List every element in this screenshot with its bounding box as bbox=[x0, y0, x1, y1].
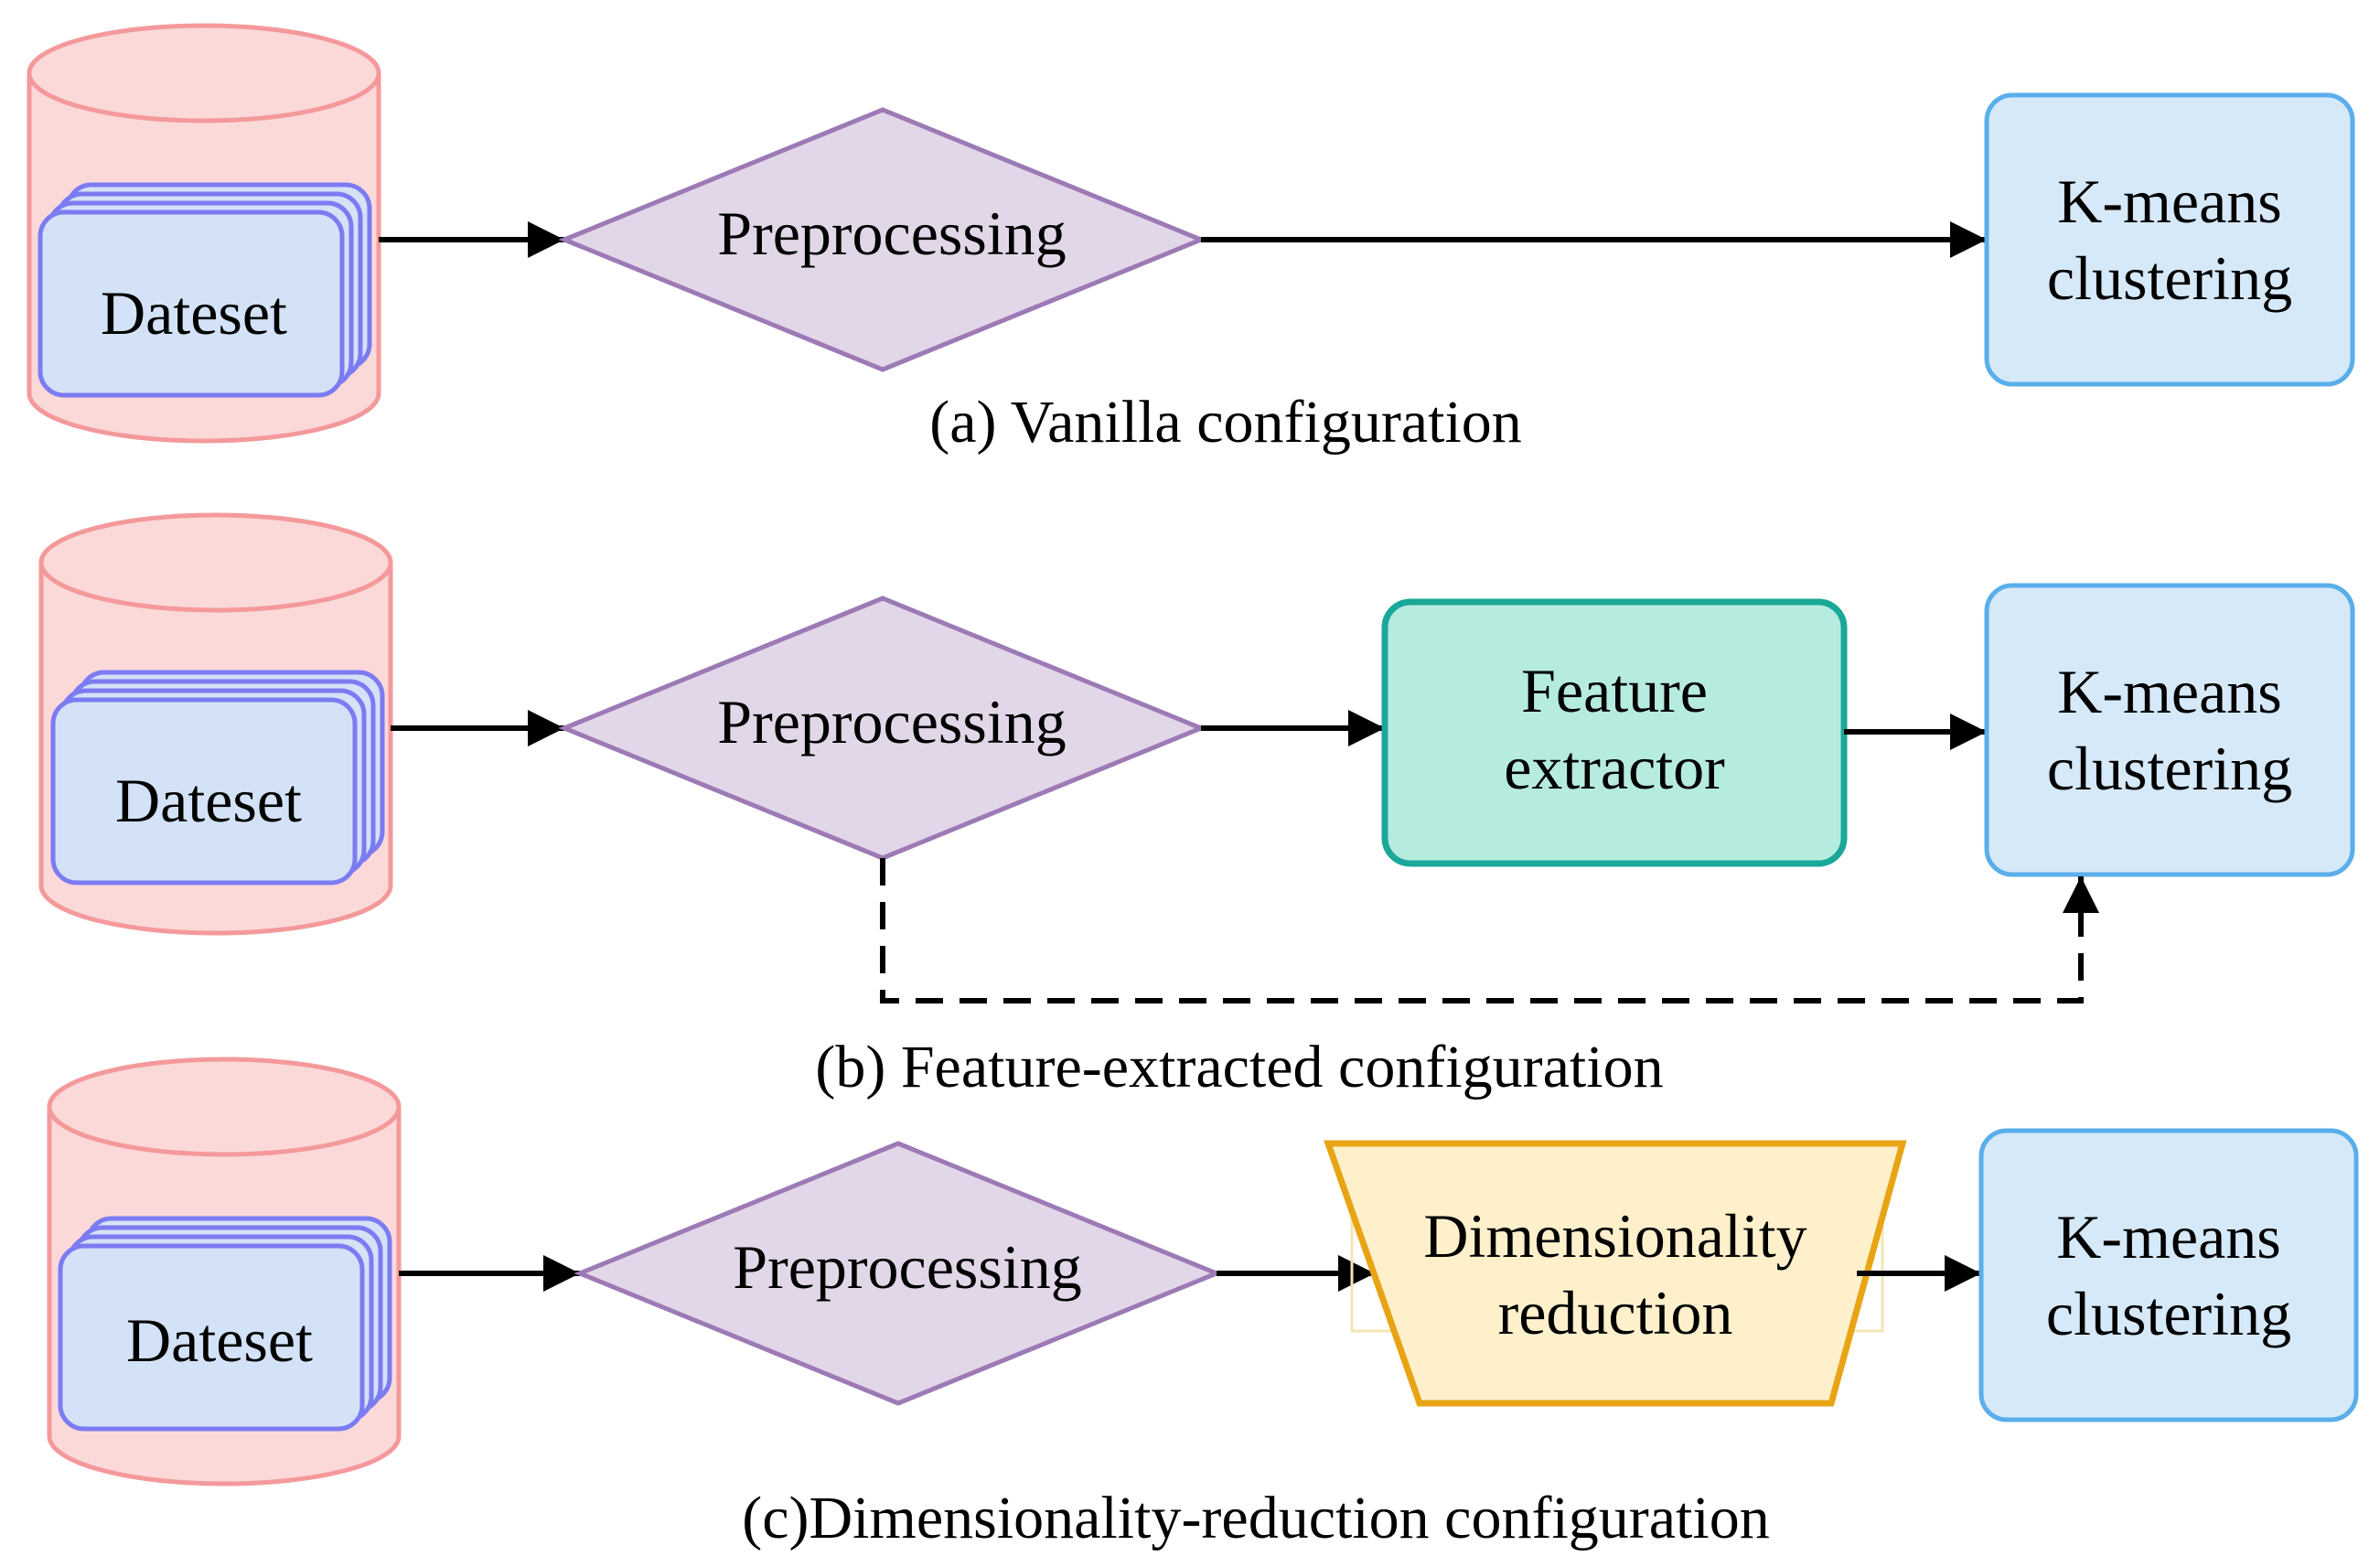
preprocessing-diamond-b: Preprocessing bbox=[558, 596, 1207, 861]
dataset-stack-c: Dateset bbox=[58, 1216, 392, 1432]
caption-a: (a) Vanilla configuration bbox=[929, 389, 1522, 456]
preprocessing-diamond-c: Preprocessing bbox=[574, 1141, 1223, 1406]
preprocessing-label-b: Preprocessing bbox=[717, 687, 1066, 757]
kmeans-label-line1-a: K-means bbox=[2057, 166, 2281, 236]
kmeans-label-line1-b: K-means bbox=[2057, 657, 2281, 726]
dataset-label-b: Dateset bbox=[115, 766, 302, 835]
dimred-label-line2-c: reduction bbox=[1498, 1278, 1733, 1347]
kmeans-label-line2-a: clustering bbox=[2047, 243, 2292, 313]
dataset-label-c: Dateset bbox=[126, 1305, 313, 1375]
dataset-stack-b: Dateset bbox=[50, 670, 385, 885]
panel-c: Dateset Preprocessing Dimensionality red… bbox=[47, 1057, 2359, 1551]
dimensionality-reduction-trapezoid-c: Dimensionality reduction bbox=[1324, 1140, 1907, 1407]
kmeans-box-a: K-means clustering bbox=[1984, 92, 2355, 387]
kmeans-label-line2-c: clustering bbox=[2046, 1279, 2291, 1348]
feature-label-line2-b: extractor bbox=[1504, 733, 1725, 802]
dataset-label-a: Dateset bbox=[101, 278, 287, 348]
caption-b: (b) Feature-extracted configuration bbox=[815, 1034, 1663, 1100]
feature-extractor-box-b: Feature extractor bbox=[1381, 598, 1848, 867]
kmeans-label-line1-c: K-means bbox=[2056, 1202, 2280, 1272]
dataset-stack-a: Dateset bbox=[38, 182, 372, 398]
panel-a: Dateset Preprocessing K-means clustering… bbox=[27, 23, 2355, 456]
dashed-skip-arrow-b bbox=[880, 858, 2099, 1004]
feature-label-line1-b: Feature bbox=[1521, 656, 1708, 725]
kmeans-label-line2-b: clustering bbox=[2047, 734, 2292, 803]
kmeans-box-b: K-means clustering bbox=[1984, 583, 2355, 877]
caption-c: (c)Dimensionality-reduction configuratio… bbox=[742, 1485, 1769, 1551]
panel-b: Dateset Preprocessing Feature extractor … bbox=[38, 512, 2355, 1100]
preprocessing-label-a: Preprocessing bbox=[717, 199, 1066, 268]
preprocessing-label-c: Preprocessing bbox=[733, 1232, 1081, 1302]
preprocessing-diamond-a: Preprocessing bbox=[558, 107, 1207, 372]
kmeans-box-c: K-means clustering bbox=[1978, 1128, 2359, 1422]
dimred-label-line1-c: Dimensionality bbox=[1423, 1201, 1806, 1271]
